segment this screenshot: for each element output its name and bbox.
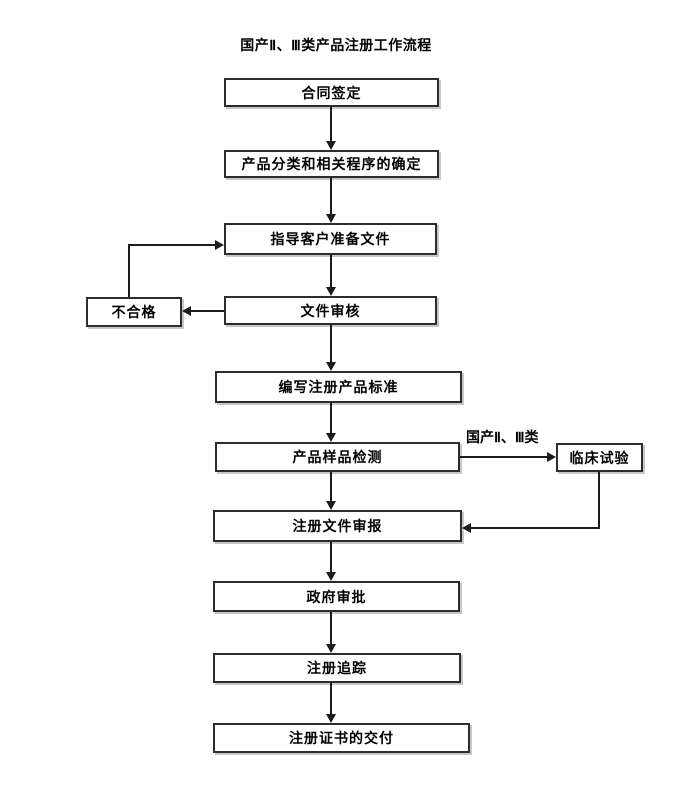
- flow-step-product-sample-testing: 产品样品检测: [215, 442, 460, 472]
- flow-step-guide-client-document-prep: 指导客户准备文件: [224, 223, 437, 255]
- flow-step-contract-signing: 合同签定: [224, 78, 439, 107]
- branch-condition-label: 国产Ⅱ、Ⅲ类: [466, 429, 539, 445]
- diagram-title: 国产Ⅱ、Ⅲ类产品注册工作流程: [240, 37, 432, 53]
- flow-step-registration-dossier-submission: 注册文件审报: [213, 510, 462, 542]
- flow-node-unqualified: 不合格: [86, 297, 182, 327]
- flow-step-certificate-delivery: 注册证书的交付: [213, 723, 470, 753]
- flow-step-government-approval: 政府审批: [213, 581, 460, 612]
- flow-step-registration-tracking: 注册追踪: [213, 653, 461, 683]
- flow-node-clinical-trial: 临床试验: [556, 443, 643, 472]
- flow-step-document-review: 文件审核: [224, 296, 437, 325]
- flow-step-product-classification: 产品分类和相关程序的确定: [224, 150, 439, 178]
- flow-step-write-product-standard: 编写注册产品标准: [215, 371, 462, 403]
